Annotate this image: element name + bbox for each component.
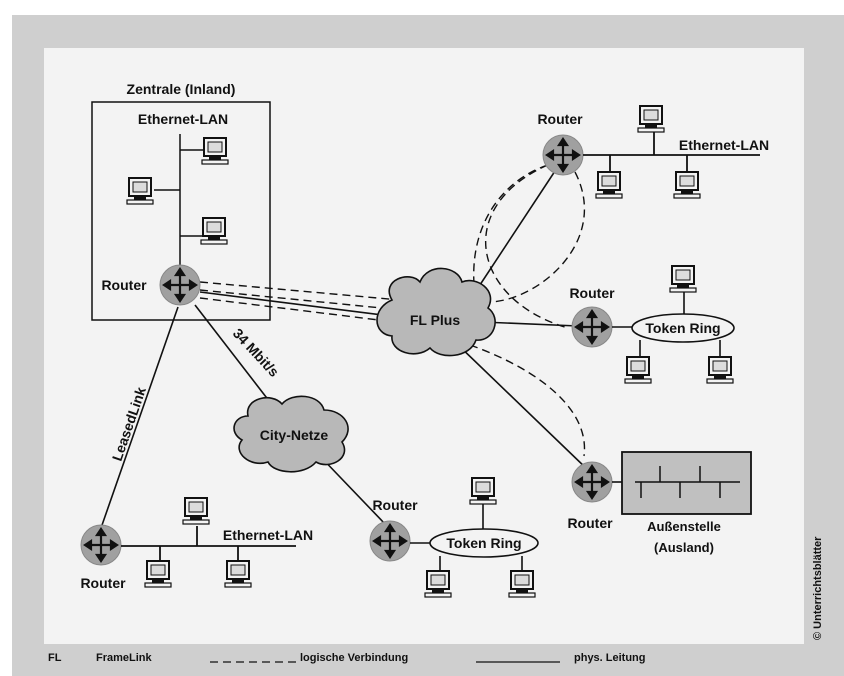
ausland-label: (Ausland) [654,540,714,555]
computer-icon [673,171,701,199]
computer-icon [200,217,228,245]
logical-links [199,159,586,457]
cloud-icon [376,267,496,357]
computer-icon [424,570,452,598]
token-ring-bottom [429,528,539,558]
token-ring-right-label: Token Ring [645,320,720,336]
building-icon [621,451,752,515]
top-right-lan-bus [583,128,760,172]
router-mid-right-label: Router [569,285,615,301]
token-ring-bottom-label: Token Ring [446,535,521,551]
legend-abbr: FL [48,652,62,664]
copyright-notice: © Unterrichtsblätter [812,536,824,640]
computer-icon [224,560,252,588]
city-netze-label: City-Netze [260,427,329,443]
computer-icon [669,265,697,293]
legend-dashed-meaning: logische Verbindung [300,652,409,664]
router-icon [368,519,412,563]
zentrale-box [91,101,271,321]
zentrale-lan-bus [154,134,203,268]
computer-icon [126,177,154,205]
computer-icon [637,105,665,133]
token-ring-right-links [612,290,721,356]
computer-icon [624,356,652,384]
computer-icon [201,137,229,165]
aussenstelle-label: Außenstelle [647,519,721,534]
legend-abbr-meaning: FrameLink [96,652,152,664]
bottom-left-lan-bus [121,526,296,560]
router-top-right-label: Router [537,111,583,127]
token-ring-right [631,313,735,343]
router-icon [79,523,123,567]
computer-icon [706,356,734,384]
computer-icon [144,560,172,588]
router-bottom-mid-label: Router [372,497,418,513]
cloud-icon [233,395,349,473]
physical-links [100,167,589,529]
speed-label: 34 Mbit/s [230,325,283,380]
legend-solid-meaning: phys. Leitung [574,652,646,664]
router-icon [570,305,614,349]
router-zentrale-label: Router [101,277,147,293]
ethernet-lan-top-right-label: Ethernet-LAN [679,137,769,153]
router-icon [570,460,614,504]
router-icon [541,133,585,177]
computer-icon [508,570,536,598]
computer-icon [182,497,210,525]
ethernet-lan-zentrale-label: Ethernet-LAN [138,111,228,127]
computer-icon [469,477,497,505]
leased-link-label: LeasedLink [109,385,149,463]
router-bottom-right-label: Router [567,515,613,531]
token-ring-bottom-links [410,504,523,572]
zentrale-label: Zentrale (Inland) [127,81,236,97]
fl-plus-label: FL Plus [410,312,461,328]
computer-icon [595,171,623,199]
router-icon [158,263,202,307]
router-bottom-left-label: Router [80,575,126,591]
ethernet-lan-bottom-left-label: Ethernet-LAN [223,527,313,543]
